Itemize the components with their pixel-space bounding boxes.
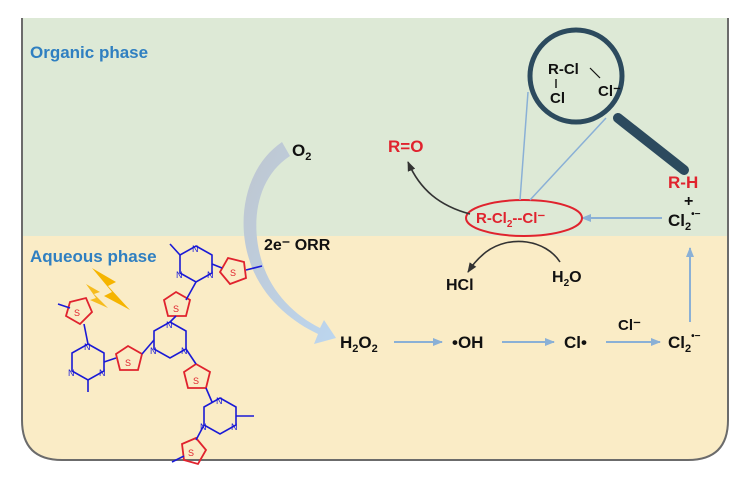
- magnifier-cl-label: Cl: [550, 90, 565, 107]
- oxygen-label: O2: [292, 141, 311, 163]
- chlorine-radical-label: Cl•: [564, 333, 587, 352]
- svg-text:N: N: [166, 320, 173, 330]
- plus-sign: +: [684, 193, 693, 210]
- callout-line-right: [529, 117, 607, 201]
- magnifier-rcl-label: R-Cl: [548, 61, 579, 78]
- svg-text:N: N: [192, 244, 199, 254]
- svg-text:N: N: [207, 270, 214, 280]
- ketone-product-label: R=O: [388, 137, 423, 156]
- lightning-icon: [92, 268, 130, 310]
- svg-text:S: S: [230, 268, 236, 278]
- chloride-label: Cl⁻: [618, 317, 641, 334]
- magnifier-cl-ion-label: Cl⁻: [598, 83, 621, 100]
- callout-line-left: [519, 91, 529, 201]
- arrow-water-to-hcl: [467, 240, 561, 273]
- svg-text:S: S: [188, 448, 194, 458]
- complex-label: R-Cl2--Cl⁻: [476, 210, 545, 230]
- substrate-rh-label: R-H: [668, 173, 698, 192]
- orr-label: 2e⁻ ORR: [264, 237, 331, 254]
- arrow-complex-to-ketone: [407, 161, 471, 215]
- panel-border: [21, 18, 729, 461]
- magnifier-icon: [527, 27, 689, 175]
- water-label: H2O: [552, 269, 582, 289]
- svg-text:N: N: [181, 346, 188, 356]
- svg-text:N: N: [84, 342, 91, 352]
- lightning-icon-small: [86, 284, 108, 308]
- svg-text:S: S: [125, 358, 131, 368]
- dichlorine-radical-anion-org: Cl2•−: [668, 209, 701, 233]
- svg-text:N: N: [68, 368, 75, 378]
- h2o2-label: H2O2: [340, 333, 378, 355]
- polymer-structure: NNN NNN NNN NNN S S S S S S: [57, 243, 263, 466]
- svg-text:N: N: [216, 396, 223, 406]
- svg-text:N: N: [99, 368, 106, 378]
- hcl-label: HCl: [446, 277, 474, 294]
- complex-ellipse: [465, 199, 583, 237]
- svg-text:N: N: [176, 270, 183, 280]
- svg-text:N: N: [231, 422, 238, 432]
- aqueous-phase-label: Aqueous phase: [30, 247, 157, 266]
- aqueous-phase-region: [22, 236, 728, 460]
- svg-text:S: S: [193, 376, 199, 386]
- magnifier-bond-diagonal: [589, 67, 601, 79]
- dichlorine-radical-anion-aq: Cl2•−: [668, 331, 701, 355]
- organic-phase-label: Organic phase: [30, 43, 148, 62]
- hydroxyl-radical-label: •OH: [452, 333, 483, 352]
- svg-text:S: S: [173, 304, 179, 314]
- svg-text:N: N: [150, 346, 157, 356]
- svg-text:S: S: [74, 308, 80, 318]
